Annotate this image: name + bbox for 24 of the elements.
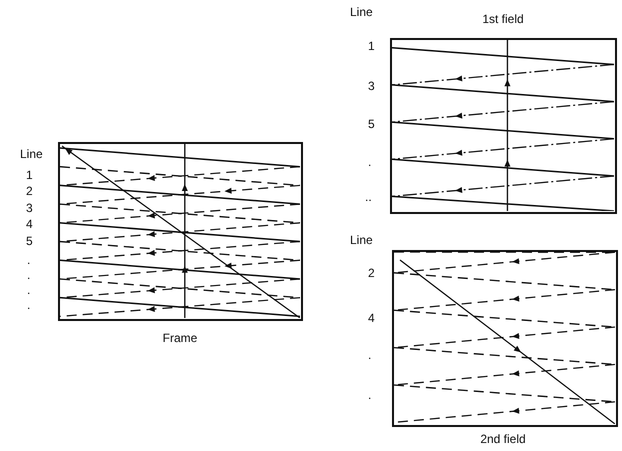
raster-caption: 2nd field — [480, 432, 526, 446]
axis-label: Line — [350, 5, 373, 19]
line-number: 2 — [26, 184, 33, 198]
line-number: 4 — [368, 311, 375, 325]
raster-caption: 1st field — [482, 12, 524, 26]
line-number: 5 — [26, 234, 33, 248]
line-number: . — [27, 283, 30, 297]
line-number: 1 — [368, 39, 375, 53]
raster-caption: Frame — [162, 331, 198, 345]
line-number: 3 — [368, 79, 375, 93]
line-number: 1 — [26, 168, 33, 182]
line-number: . — [368, 348, 372, 362]
line-number: 3 — [26, 201, 33, 215]
line-number: . — [27, 253, 30, 267]
line-number: . — [368, 155, 372, 169]
axis-label: Line — [350, 233, 373, 247]
line-number: . — [27, 298, 30, 312]
line-number: .. — [365, 190, 372, 204]
line-number: 5 — [368, 117, 375, 131]
axis-label: Line — [20, 147, 43, 161]
line-number: 4 — [26, 217, 33, 231]
line-number: 2 — [368, 266, 375, 280]
line-number: . — [368, 388, 372, 402]
line-number: . — [27, 268, 30, 282]
